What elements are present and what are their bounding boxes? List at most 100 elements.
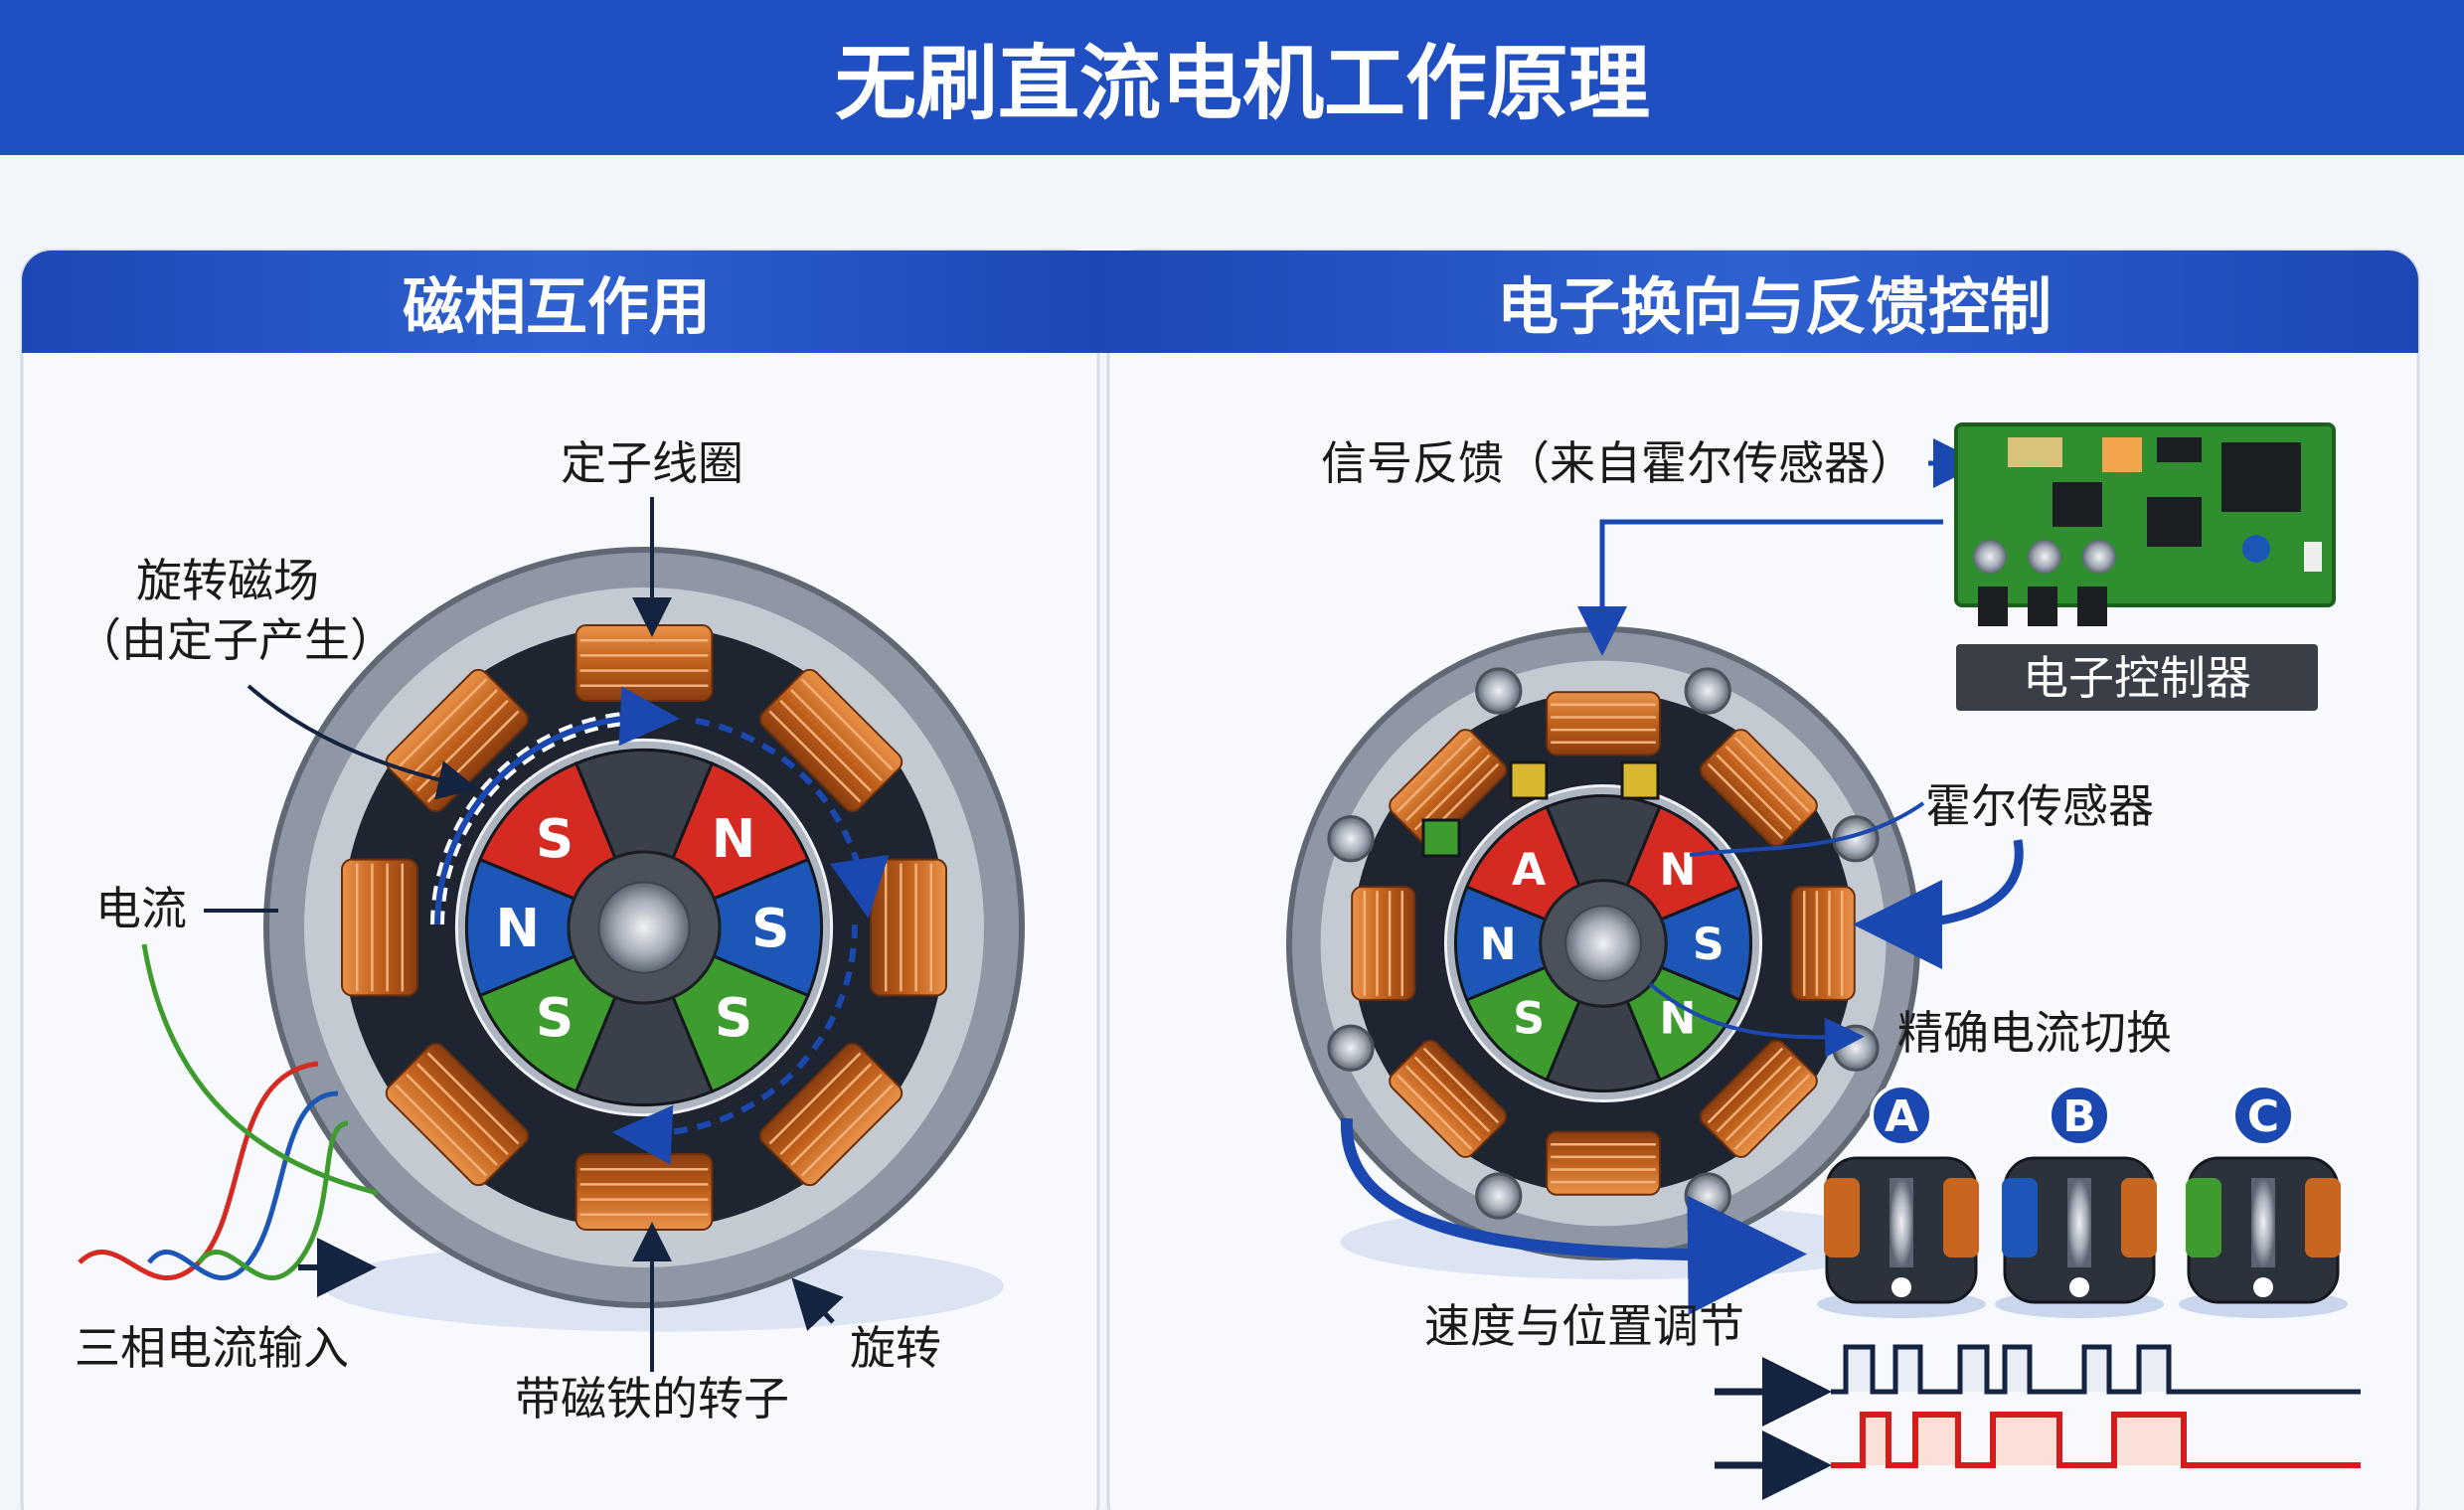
rotor-pole-label: N xyxy=(495,898,540,959)
hall-pulse-fill xyxy=(1846,1347,1873,1392)
motor-shaft xyxy=(1564,905,1642,982)
copper-coil xyxy=(758,1042,903,1187)
drive-pulse-fill xyxy=(1863,1415,1889,1465)
coil-core xyxy=(1889,1178,1913,1267)
label-current-switching: 精确电流切换 xyxy=(1897,1006,2172,1060)
housing-bolt xyxy=(1327,1024,1375,1072)
phase-coil-b: B xyxy=(1995,1084,2164,1318)
rotating-field-pointer xyxy=(246,684,478,800)
drive-pulse-fill xyxy=(1993,1415,2059,1465)
current-switching-pointer xyxy=(1648,982,1865,1058)
rotor-pole-label: N xyxy=(1659,994,1696,1045)
hall-sensor-chip xyxy=(1509,760,1549,800)
rotor-pole-label: S xyxy=(536,808,574,870)
hall-pulse-fill xyxy=(2084,1347,2109,1392)
hall-return-arrow xyxy=(1853,839,2024,969)
phase-coils: A B C xyxy=(1817,1084,2348,1318)
copper-coil xyxy=(1546,691,1661,756)
copper-coil xyxy=(870,858,947,997)
rotor-pole-label: N xyxy=(1480,920,1517,970)
hall-signal-trace xyxy=(1831,1344,2361,1395)
phase-badge xyxy=(2231,1084,2295,1147)
hall-pulse-fill xyxy=(2139,1347,2169,1392)
page-title: 无刷直流电机工作原理 xyxy=(835,37,1650,131)
hall-sensor-pointer xyxy=(1689,801,1925,857)
three-phase-wires xyxy=(78,943,379,1297)
hall-sensor-chip xyxy=(1620,760,1660,800)
label-controller: 电子控制器 xyxy=(2023,651,2251,705)
rotor-pole-label: S xyxy=(751,898,789,959)
phase-label: A xyxy=(1885,1091,1918,1142)
coil-winding xyxy=(1943,1178,1979,1258)
phase-badge xyxy=(1870,1084,1933,1147)
controller-board xyxy=(1954,422,2336,626)
feedback-loop-arrow xyxy=(1577,519,1943,656)
housing-bolt xyxy=(1684,1172,1731,1220)
copper-coil xyxy=(1351,886,1416,1001)
housing-bolt xyxy=(1475,1172,1523,1220)
housing-bolt xyxy=(1832,1024,1880,1072)
coil-terminal xyxy=(2069,1277,2089,1297)
copper-coil xyxy=(758,668,903,813)
label-rotating-field-source: （由定子产生） xyxy=(76,613,396,667)
drive-pulse-fill xyxy=(1915,1415,1958,1465)
label-signal-feedback: 信号反馈（来自霍尔传感器） xyxy=(1321,436,1915,490)
label-current: 电流 xyxy=(95,882,187,935)
label-speed-position: 速度与位置调节 xyxy=(1424,1299,1744,1353)
copper-coil xyxy=(1389,1039,1508,1158)
phase-coil-c: C xyxy=(2179,1084,2348,1318)
rotor-pole-label: N xyxy=(712,808,756,870)
coil-core xyxy=(2251,1178,2275,1267)
phase-label: B xyxy=(2062,1091,2096,1142)
controller-label-box xyxy=(1956,644,2318,711)
copper-coil xyxy=(385,1042,530,1187)
rotating-field-arrow xyxy=(612,923,859,1165)
rotor-pole-label: S xyxy=(715,987,752,1049)
copper-coil xyxy=(341,858,418,997)
label-stator-coil: 定子线圈 xyxy=(561,436,743,490)
copper-coil xyxy=(1790,886,1856,1001)
hall-pulse-fill xyxy=(2005,1347,2030,1392)
right-panel-title: 电子换向与反馈控制 xyxy=(1497,270,2052,343)
copper-coil xyxy=(575,1153,714,1231)
coil-winding xyxy=(2002,1178,2038,1258)
hall-pulse-fill xyxy=(1960,1347,1987,1392)
motor-shaft xyxy=(597,881,691,974)
speed-feedback-arrow xyxy=(1340,1117,1807,1315)
label-rotating-field: 旋转磁场 xyxy=(136,554,319,607)
coil-terminal xyxy=(1891,1277,1911,1297)
copper-coil xyxy=(1699,1039,1818,1158)
rotor-pole-label: S xyxy=(536,987,574,1049)
rotating-field-arrow xyxy=(695,718,890,919)
rotor-pole-label: S xyxy=(1513,994,1545,1045)
coil-winding xyxy=(2186,1178,2221,1258)
copper-coil xyxy=(1699,729,1818,848)
housing-bolt xyxy=(1327,815,1375,863)
drive-pulse-fill xyxy=(2114,1415,2184,1465)
left-panel-title: 磁相互作用 xyxy=(403,270,711,343)
housing-bolt xyxy=(1684,667,1731,715)
housing-bolt xyxy=(1475,667,1523,715)
rotor-pole-label: N xyxy=(1659,845,1696,896)
label-rotation: 旋转 xyxy=(850,1321,941,1375)
rotation-pointer xyxy=(791,1277,844,1331)
rotating-field-arrow xyxy=(434,686,680,925)
copper-coil xyxy=(1546,1130,1661,1196)
title-bar xyxy=(0,0,2464,155)
rotor-pole-label: S xyxy=(1693,920,1725,970)
coil-winding xyxy=(2305,1178,2341,1258)
label-hall-sensor: 霍尔传感器 xyxy=(1925,779,2154,833)
hall-sensor-chip xyxy=(1421,818,1461,858)
phase-label: C xyxy=(2247,1091,2279,1142)
coil-winding xyxy=(1824,1178,1860,1258)
label-three-phase-input: 三相电流输入 xyxy=(75,1321,349,1375)
copper-coil xyxy=(575,624,714,702)
coil-terminal xyxy=(2253,1277,2273,1297)
rotor-pole-label: A xyxy=(1512,845,1547,896)
hall-pulse-fill xyxy=(1895,1347,1920,1392)
left-panel-header xyxy=(22,251,1098,353)
right-panel-header xyxy=(1098,251,2418,353)
signal-waveforms xyxy=(1715,1344,2361,1500)
